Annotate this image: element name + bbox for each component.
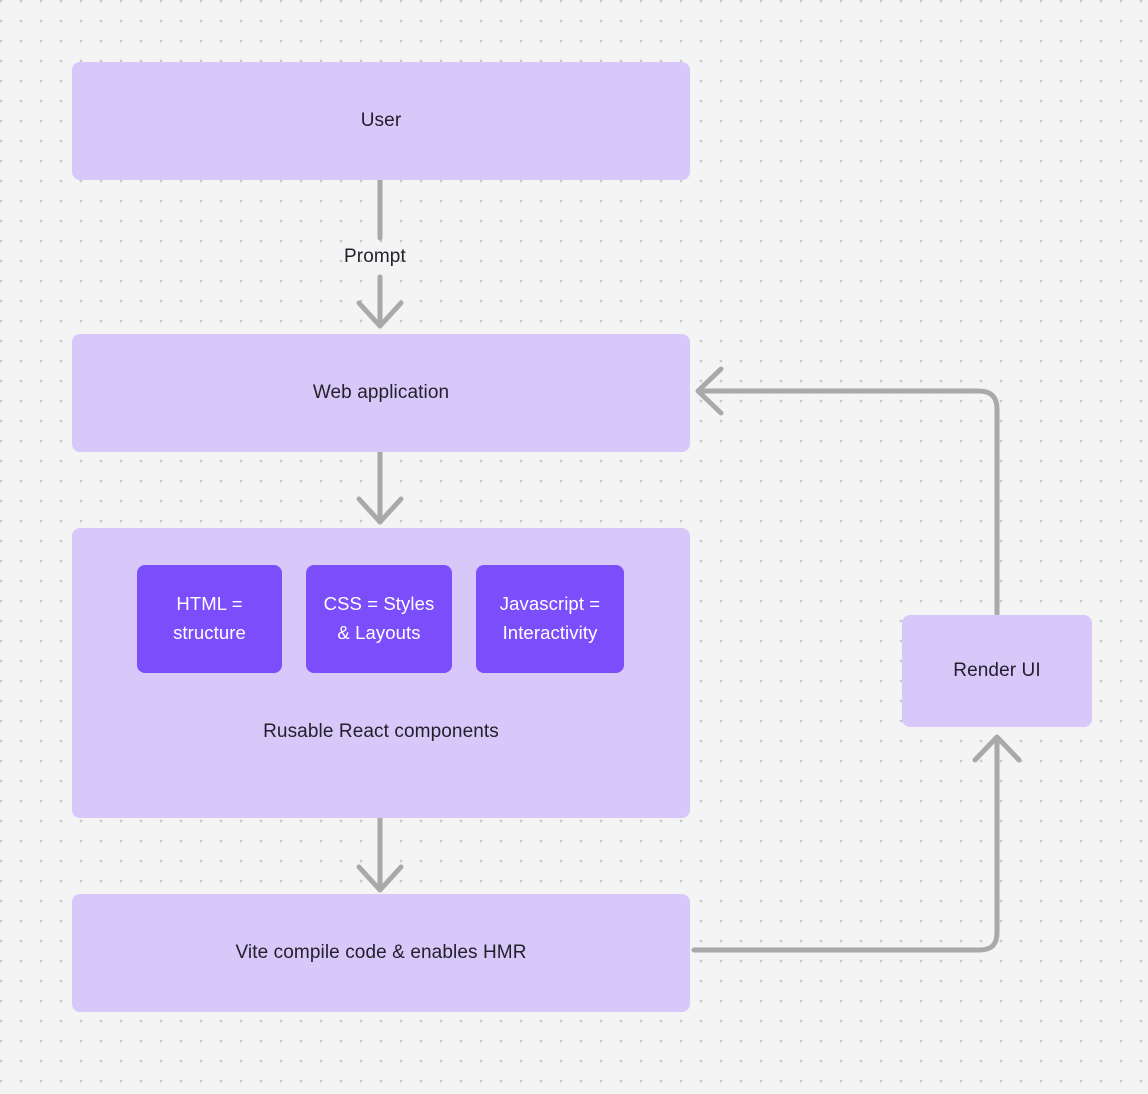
node-html-label: HTML = structure (173, 593, 246, 643)
node-css[interactable]: CSS = Styles & Layouts (306, 565, 452, 673)
node-html[interactable]: HTML = structure (137, 565, 282, 673)
node-components-group[interactable]: HTML = structure CSS = Styles & Layouts … (72, 528, 690, 818)
node-web-application-label: Web application (312, 382, 450, 404)
node-vite[interactable]: Vite compile code & enables HMR (72, 894, 690, 1012)
edge-vite-to-render-ui (691, 734, 1022, 953)
components-group-caption: Rusable React components (72, 719, 690, 745)
node-render-ui[interactable]: Render UI (902, 615, 1092, 727)
edge-components-to-vite (356, 815, 404, 893)
node-css-label: CSS = Styles & Layouts (323, 593, 435, 643)
edge-label-prompt-text: Prompt (344, 246, 406, 267)
node-web-application[interactable]: Web application (72, 334, 690, 452)
node-user-label: User (360, 110, 402, 132)
node-user[interactable]: User (72, 62, 690, 180)
edge-web-application-to-components (356, 449, 404, 525)
node-vite-label: Vite compile code & enables HMR (235, 942, 527, 964)
components-inner-row: HTML = structure CSS = Styles & Layouts … (72, 528, 690, 818)
node-javascript-label: Javascript = Interactivity (499, 593, 601, 643)
edge-render-ui-to-web-application (695, 366, 1000, 617)
components-group-caption-text: Rusable React components (263, 721, 499, 742)
node-javascript[interactable]: Javascript = Interactivity (476, 565, 624, 673)
edge-label-prompt: Prompt (344, 246, 406, 268)
node-render-ui-label: Render UI (953, 660, 1041, 682)
